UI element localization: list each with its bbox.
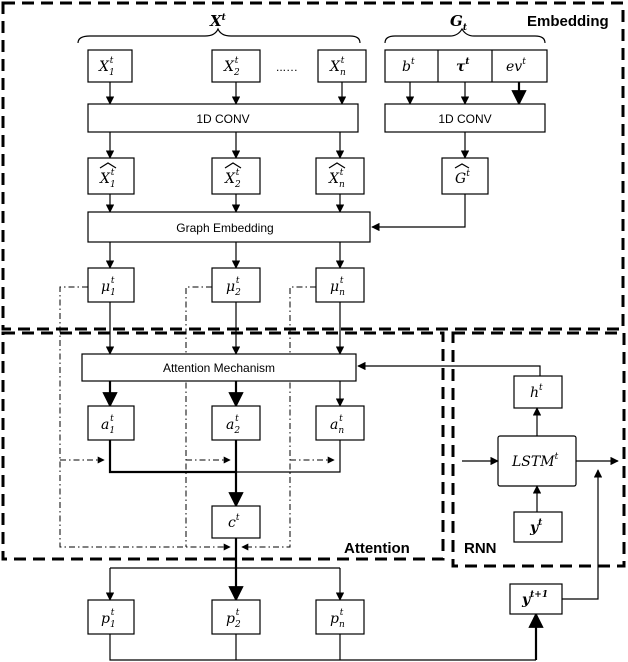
attention-mechanism-label: Attention Mechanism	[163, 361, 275, 375]
context-c-box	[211, 505, 261, 539]
line-a1-merge	[108, 440, 236, 474]
skip-mu2-to-a	[185, 286, 212, 547]
line-p-bus-bottom	[109, 634, 536, 661]
conv-out-x2-label: X2t	[224, 168, 241, 190]
input-x1-label: X1t	[98, 56, 115, 78]
input-b-label: bt	[402, 57, 415, 75]
input-tau-label: τt	[456, 57, 470, 75]
input-ev-label: evt	[506, 57, 526, 75]
attention-a2-box	[211, 405, 261, 441]
conv-out-x2-hat	[224, 162, 242, 169]
embedding-mun-box	[315, 267, 365, 303]
conv-out-xn-label: Xnt	[328, 168, 345, 190]
rnn-y-box	[513, 511, 563, 543]
graph-embedding-block	[87, 211, 371, 243]
input-ellipsis: ...…	[276, 60, 298, 74]
input-x1-box	[87, 49, 133, 83]
skip-mu1-to-c	[59, 286, 231, 551]
output-p1-box	[87, 599, 135, 635]
attention-a2-label: a2t	[226, 414, 240, 436]
conv-out-x1-label: X1t	[99, 168, 116, 190]
conv-out-x2-box	[211, 157, 261, 195]
graph-inputs-box	[384, 49, 548, 83]
conv-left-block	[87, 103, 359, 133]
rnn-y-label: yt	[529, 518, 543, 536]
arrow-ynext-lstm	[562, 469, 603, 600]
embedding-mu1-box	[87, 267, 135, 303]
conv-out-x1-box	[87, 157, 135, 195]
g-group-sub: t	[463, 23, 468, 33]
line-an-merge	[236, 440, 341, 473]
conv-right-label: 1D CONV	[438, 112, 491, 126]
x-group-brace	[77, 27, 361, 44]
x-group-header: Xt	[209, 12, 227, 30]
context-c-label: ct	[228, 513, 240, 531]
g-group-brace	[384, 27, 546, 44]
x-group-sup: t	[222, 13, 227, 23]
embedding-mun-label: μnt	[330, 276, 345, 298]
attention-label: Attention	[344, 540, 410, 557]
attention-mechanism-block	[81, 353, 357, 382]
graph-embedding-label: Graph Embedding	[176, 221, 273, 235]
rnn-ynext-label: yt+1	[521, 590, 548, 608]
attention-region	[1, 331, 445, 561]
output-p2-label: p2t	[226, 608, 241, 630]
rnn-h-box	[513, 375, 563, 409]
attention-a1-label: a1t	[101, 414, 115, 436]
g-group-header: Gt	[450, 12, 468, 33]
input-xn-label: Xnt	[329, 56, 346, 78]
rnn-region	[451, 331, 626, 568]
conv-left-label: 1D CONV	[196, 112, 249, 126]
embedding-label: Embedding	[527, 13, 609, 30]
attention-an-label: ant	[330, 414, 344, 436]
output-pn-box	[315, 599, 365, 635]
arrow-h-attention	[357, 361, 541, 376]
conv-out-xn-hat	[328, 162, 346, 169]
embedding-region	[1, 1, 625, 331]
embedding-mu2-label: μ2t	[226, 276, 241, 298]
rnn-label: RNN	[464, 540, 497, 557]
attention-an-box	[315, 405, 365, 441]
attention-a1-box	[87, 405, 135, 441]
rnn-lstm-label: LSTMt	[511, 452, 559, 470]
x-group-base: X	[209, 12, 223, 30]
conv-right-block	[384, 103, 546, 133]
g-group-base: G	[450, 12, 463, 30]
output-p1-label: p1t	[101, 608, 116, 630]
embedding-mu2-box	[211, 267, 261, 303]
rnn-h-label: ht	[530, 383, 543, 401]
embedding-mu1-label: μ1t	[101, 276, 116, 298]
conv-out-x1-hat	[99, 162, 117, 169]
input-x2-label: X2t	[223, 56, 240, 78]
output-pn-label: pnt	[330, 608, 345, 630]
arrow-ghat-ge	[371, 194, 466, 232]
conv-out-g-hat	[454, 163, 470, 169]
conv-out-g-box	[441, 157, 489, 195]
conv-out-g-label: Gt	[455, 169, 470, 187]
